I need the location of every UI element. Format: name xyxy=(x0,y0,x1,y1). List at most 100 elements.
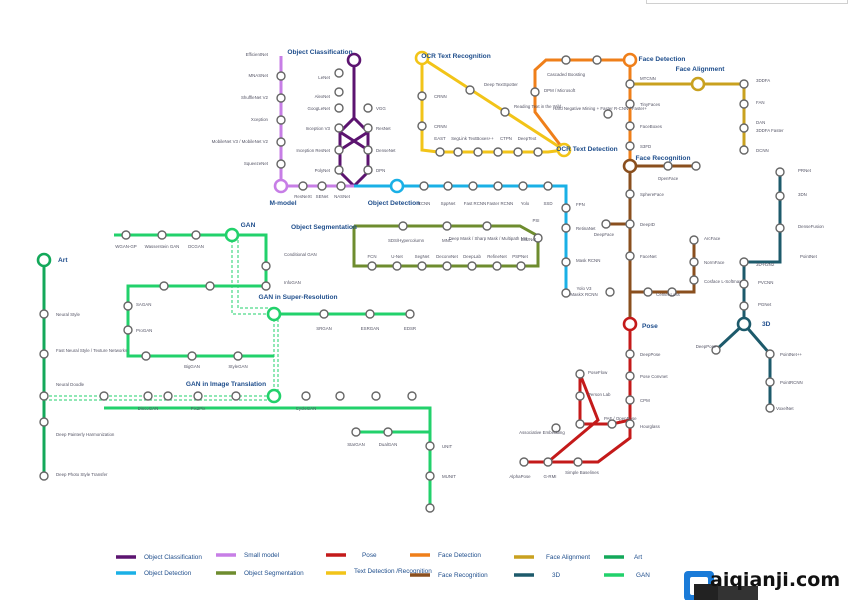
header-gan: GAN xyxy=(241,222,256,229)
station-label: DCNN xyxy=(756,148,769,153)
station-label: DenseNet xyxy=(376,148,396,153)
station-label: SSD xyxy=(543,201,552,206)
station-label: SENet xyxy=(316,194,329,199)
station-label: PVCNN xyxy=(758,280,773,285)
station-label: FaceNet xyxy=(640,254,657,259)
header-gan-super-resolution: GAN in Super-Resolution xyxy=(258,294,337,301)
header-ocr-recognition: OCR Text Recognition xyxy=(421,53,490,60)
station-label: DeepPose xyxy=(640,352,661,357)
station-label: TinyFaces xyxy=(640,102,661,107)
station-label: BigGAN xyxy=(184,364,200,369)
station-label: Neural Doodle xyxy=(56,382,85,387)
line-3d xyxy=(714,172,782,408)
station-label: FCN xyxy=(367,254,376,259)
station-label: ShuffleNet V2 xyxy=(241,95,269,100)
header-face-alignment: Face Alignment xyxy=(676,66,726,73)
station-label: MaskX RCNN xyxy=(570,292,597,297)
line-face-alignment xyxy=(630,82,746,150)
station-label: PoseFlow xyxy=(588,370,608,375)
station-label: Fast Neural Style / Texture Networks xyxy=(56,348,128,353)
station-labels: LeNet AlexNet VGG GoogLeNet ResNet Incep… xyxy=(56,52,824,479)
station-label: PointNet++ xyxy=(780,352,802,357)
station-label: G-RMI xyxy=(544,474,557,479)
station-label: Inception ResNet xyxy=(296,148,330,153)
station-label: RCNN xyxy=(418,201,431,206)
station-label: SppNet xyxy=(441,201,456,206)
station-label: PSI xyxy=(532,218,539,223)
station-label: SRGAN xyxy=(316,326,332,331)
station-label: 3DDFA Faster xyxy=(756,128,784,133)
line-object-classification xyxy=(338,60,370,188)
station-label: RefineNet xyxy=(487,254,507,259)
header-ocr-detection: OCR Text Detection xyxy=(556,146,617,153)
gan-dashed-links xyxy=(44,235,279,401)
station-label: Associative Embedding xyxy=(519,430,565,435)
station-label: VGG xyxy=(376,106,386,111)
station-label: Hard Negative Mining + Faster R-CNN / Fa… xyxy=(553,106,647,111)
station-label: Mask RCNN xyxy=(576,258,600,263)
station-label: Cascaded Boosting xyxy=(547,72,586,77)
station-label: U-Net xyxy=(391,254,403,259)
line-face-recognition xyxy=(606,164,696,324)
legend-label: Face Detection xyxy=(438,552,481,559)
station-label: SegNet xyxy=(415,254,430,259)
station-label: MTCNN xyxy=(640,76,656,81)
station-label: SphereFace xyxy=(640,192,664,197)
station-label: 3DDFA xyxy=(756,78,770,83)
station-label: Deep Mask / Sharp Mask / Multipath Net xyxy=(449,236,529,241)
station-label: Yolo V3 xyxy=(577,286,593,291)
station-label: Conditional GAN xyxy=(284,252,317,257)
station-label: Hourglass xyxy=(640,424,661,429)
header-gan-image-translation: GAN in Image Translation xyxy=(186,381,266,388)
station-label: VoxelNet xyxy=(776,406,794,411)
legend: Object Classification Small model Pose F… xyxy=(116,552,650,579)
station-label: FAN xyxy=(756,100,765,105)
station-label: Deep TextSpotter xyxy=(484,82,518,87)
station-label: PointRCNN xyxy=(780,380,803,385)
header-object-classification: Object Classification xyxy=(287,49,352,56)
station-label: EAST xyxy=(434,136,446,141)
station-label: AlphaPose xyxy=(509,474,531,479)
station-label: NormFace xyxy=(704,260,725,265)
station-label: Xception xyxy=(251,117,269,122)
station-label: SAGAN xyxy=(136,302,151,307)
station-label: DAN xyxy=(756,120,765,125)
station-label: ProGAN xyxy=(136,328,152,333)
station-label: DeepID xyxy=(640,222,655,227)
station-label: ResNet xyxy=(376,126,391,131)
station-label: Yolo xyxy=(521,201,530,206)
stations xyxy=(39,55,785,513)
line-pose xyxy=(520,324,632,464)
station-label: DiscoGAN xyxy=(138,406,159,411)
station-label: S3FD xyxy=(640,144,651,149)
station-label: EfficientNet xyxy=(246,52,269,57)
station-label: DPM / Microsoft xyxy=(544,88,576,93)
qr-code-icon xyxy=(718,586,758,600)
station-label: WGAN-GP xyxy=(115,244,137,249)
station-label: Deep Photo Style Transfer xyxy=(56,472,108,477)
station-label: InfoGAN xyxy=(284,280,301,285)
legend-label: Small model xyxy=(244,552,279,559)
station-label: DualGAN xyxy=(379,442,398,447)
watermark-text: aiqianji.com xyxy=(710,569,840,591)
legend-label: Text Detection /Recognition xyxy=(354,568,432,575)
legend-label: Pose xyxy=(362,552,377,559)
station-label: DeepFace xyxy=(594,232,615,237)
station-label: CPM xyxy=(640,398,650,403)
station-label: DPN xyxy=(376,168,385,173)
line-object-segmentation xyxy=(352,224,540,268)
station-label: Faster RCNN xyxy=(487,201,513,206)
station-label: CRNN xyxy=(434,124,447,129)
logo-badge xyxy=(684,571,758,600)
station-label: NASNet xyxy=(334,194,351,199)
station-label: FaceBoxes xyxy=(640,124,663,129)
legend-label: 3D xyxy=(552,572,561,579)
station-label: DenseFusion xyxy=(798,224,824,229)
station-label: Pose Convnet xyxy=(640,374,668,379)
station-label: 3DN xyxy=(798,192,807,197)
station-label: SegLink xyxy=(451,136,468,141)
station-label: UNIT xyxy=(442,444,453,449)
station-label: CTPN xyxy=(500,136,512,141)
station-label: Wasserstein GAN xyxy=(145,244,180,249)
line-face-detection xyxy=(533,58,632,166)
